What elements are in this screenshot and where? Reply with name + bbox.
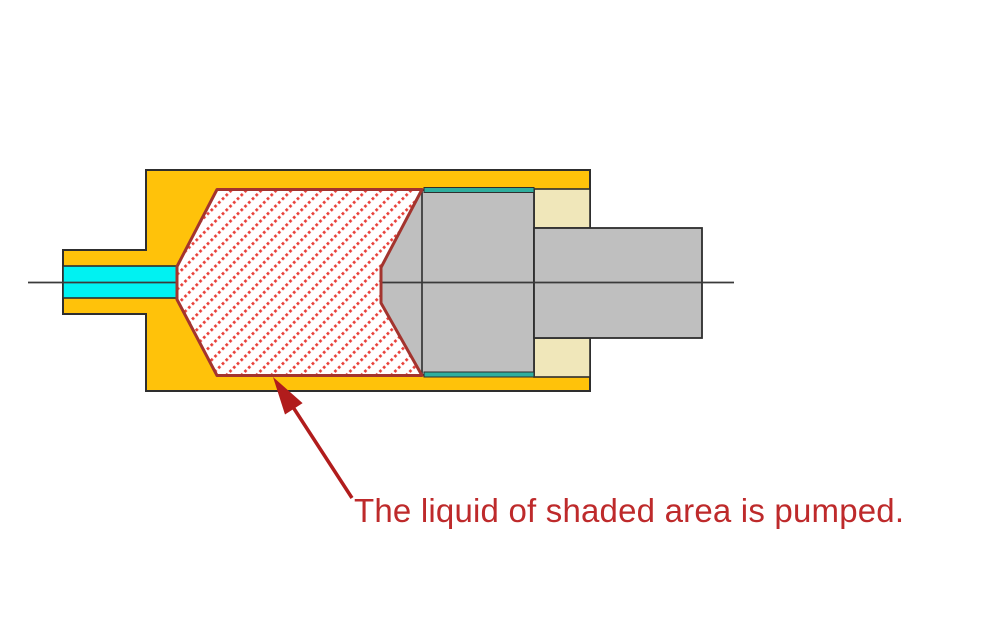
annotation-caption: The liquid of shaded area is pumped.: [354, 492, 904, 529]
annotation-arrow-shaft: [289, 403, 354, 499]
gland-bushing-top: [533, 188, 591, 229]
piston-seal-bottom: [423, 371, 535, 378]
gland-bushing-bottom: [533, 337, 591, 378]
annotation-arrowhead-icon: [273, 377, 303, 415]
piston-seal-top: [423, 187, 535, 193]
pumped-liquid-shaded-area: [175, 188, 424, 377]
annotation-arrow: [273, 377, 354, 499]
